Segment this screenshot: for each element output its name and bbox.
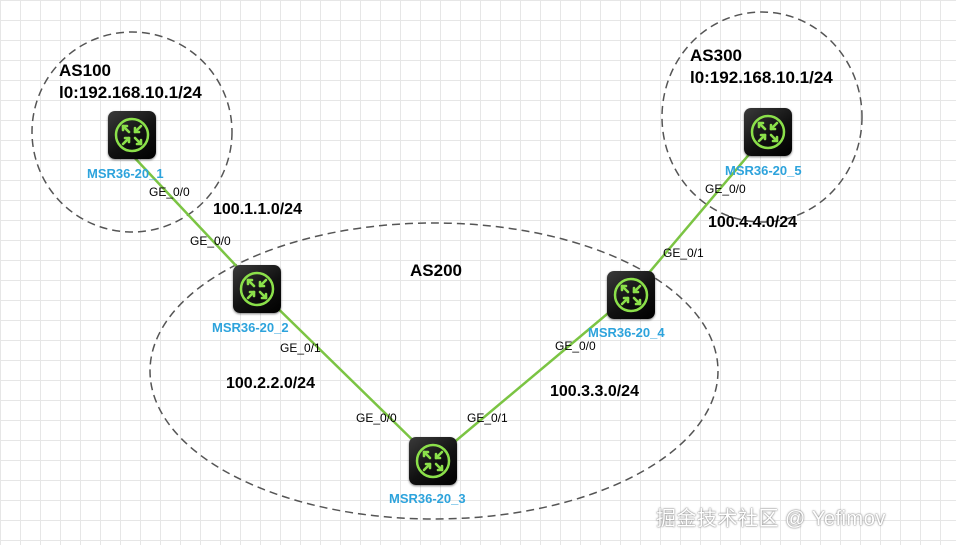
port-r3-ge01: GE_0/1 (467, 411, 508, 425)
network-label-3: 100.3.3.0/24 (550, 383, 639, 400)
port-r2-ge01: GE_0/1 (280, 341, 321, 355)
watermark: 掘金技术社区 @ Yefimov (656, 508, 886, 530)
port-r1-ge00: GE_0/0 (149, 185, 190, 199)
router-name-3: MSR36-20_3 (389, 491, 466, 506)
as200-name: AS200 (410, 261, 462, 280)
router-msr36-20-3[interactable] (409, 437, 457, 485)
router-name-5: MSR36-20_5 (725, 163, 802, 178)
as200-boundary (149, 222, 719, 520)
link-r4-r5[interactable] (630, 131, 769, 295)
router-icon (415, 443, 451, 479)
as100-name: AS100 (59, 61, 111, 80)
router-msr36-20-2[interactable] (233, 265, 281, 313)
router-icon (750, 114, 786, 150)
port-r4-ge01: GE_0/1 (663, 246, 704, 260)
link-r2-r3[interactable] (256, 287, 434, 461)
as300-name: AS300 (690, 46, 742, 65)
router-msr36-20-1[interactable] (108, 111, 156, 159)
network-label-2: 100.2.2.0/24 (226, 375, 315, 392)
as100-boundary (31, 31, 233, 233)
network-label-1: 100.1.1.0/24 (213, 201, 302, 218)
port-r2-ge00: GE_0/0 (190, 234, 231, 248)
port-r5-ge00: GE_0/0 (705, 182, 746, 196)
as300-boundary (661, 11, 863, 223)
router-name-4: MSR36-20_4 (588, 325, 665, 340)
as300-loopback: l0:192.168.10.1/24 (690, 68, 833, 87)
link-r3-r4[interactable] (432, 293, 632, 461)
router-name-2: MSR36-20_2 (212, 320, 289, 335)
network-label-4: 100.4.4.0/24 (708, 214, 797, 231)
router-icon (613, 277, 649, 313)
router-msr36-20-5[interactable] (744, 108, 792, 156)
router-icon (239, 271, 275, 307)
router-msr36-20-4[interactable] (607, 271, 655, 319)
port-r4-ge00: GE_0/0 (555, 339, 596, 353)
port-r3-ge00: GE_0/0 (356, 411, 397, 425)
as100-loopback: l0:192.168.10.1/24 (59, 83, 202, 102)
router-name-1: MSR36-20_1 (87, 166, 164, 181)
router-icon (114, 117, 150, 153)
